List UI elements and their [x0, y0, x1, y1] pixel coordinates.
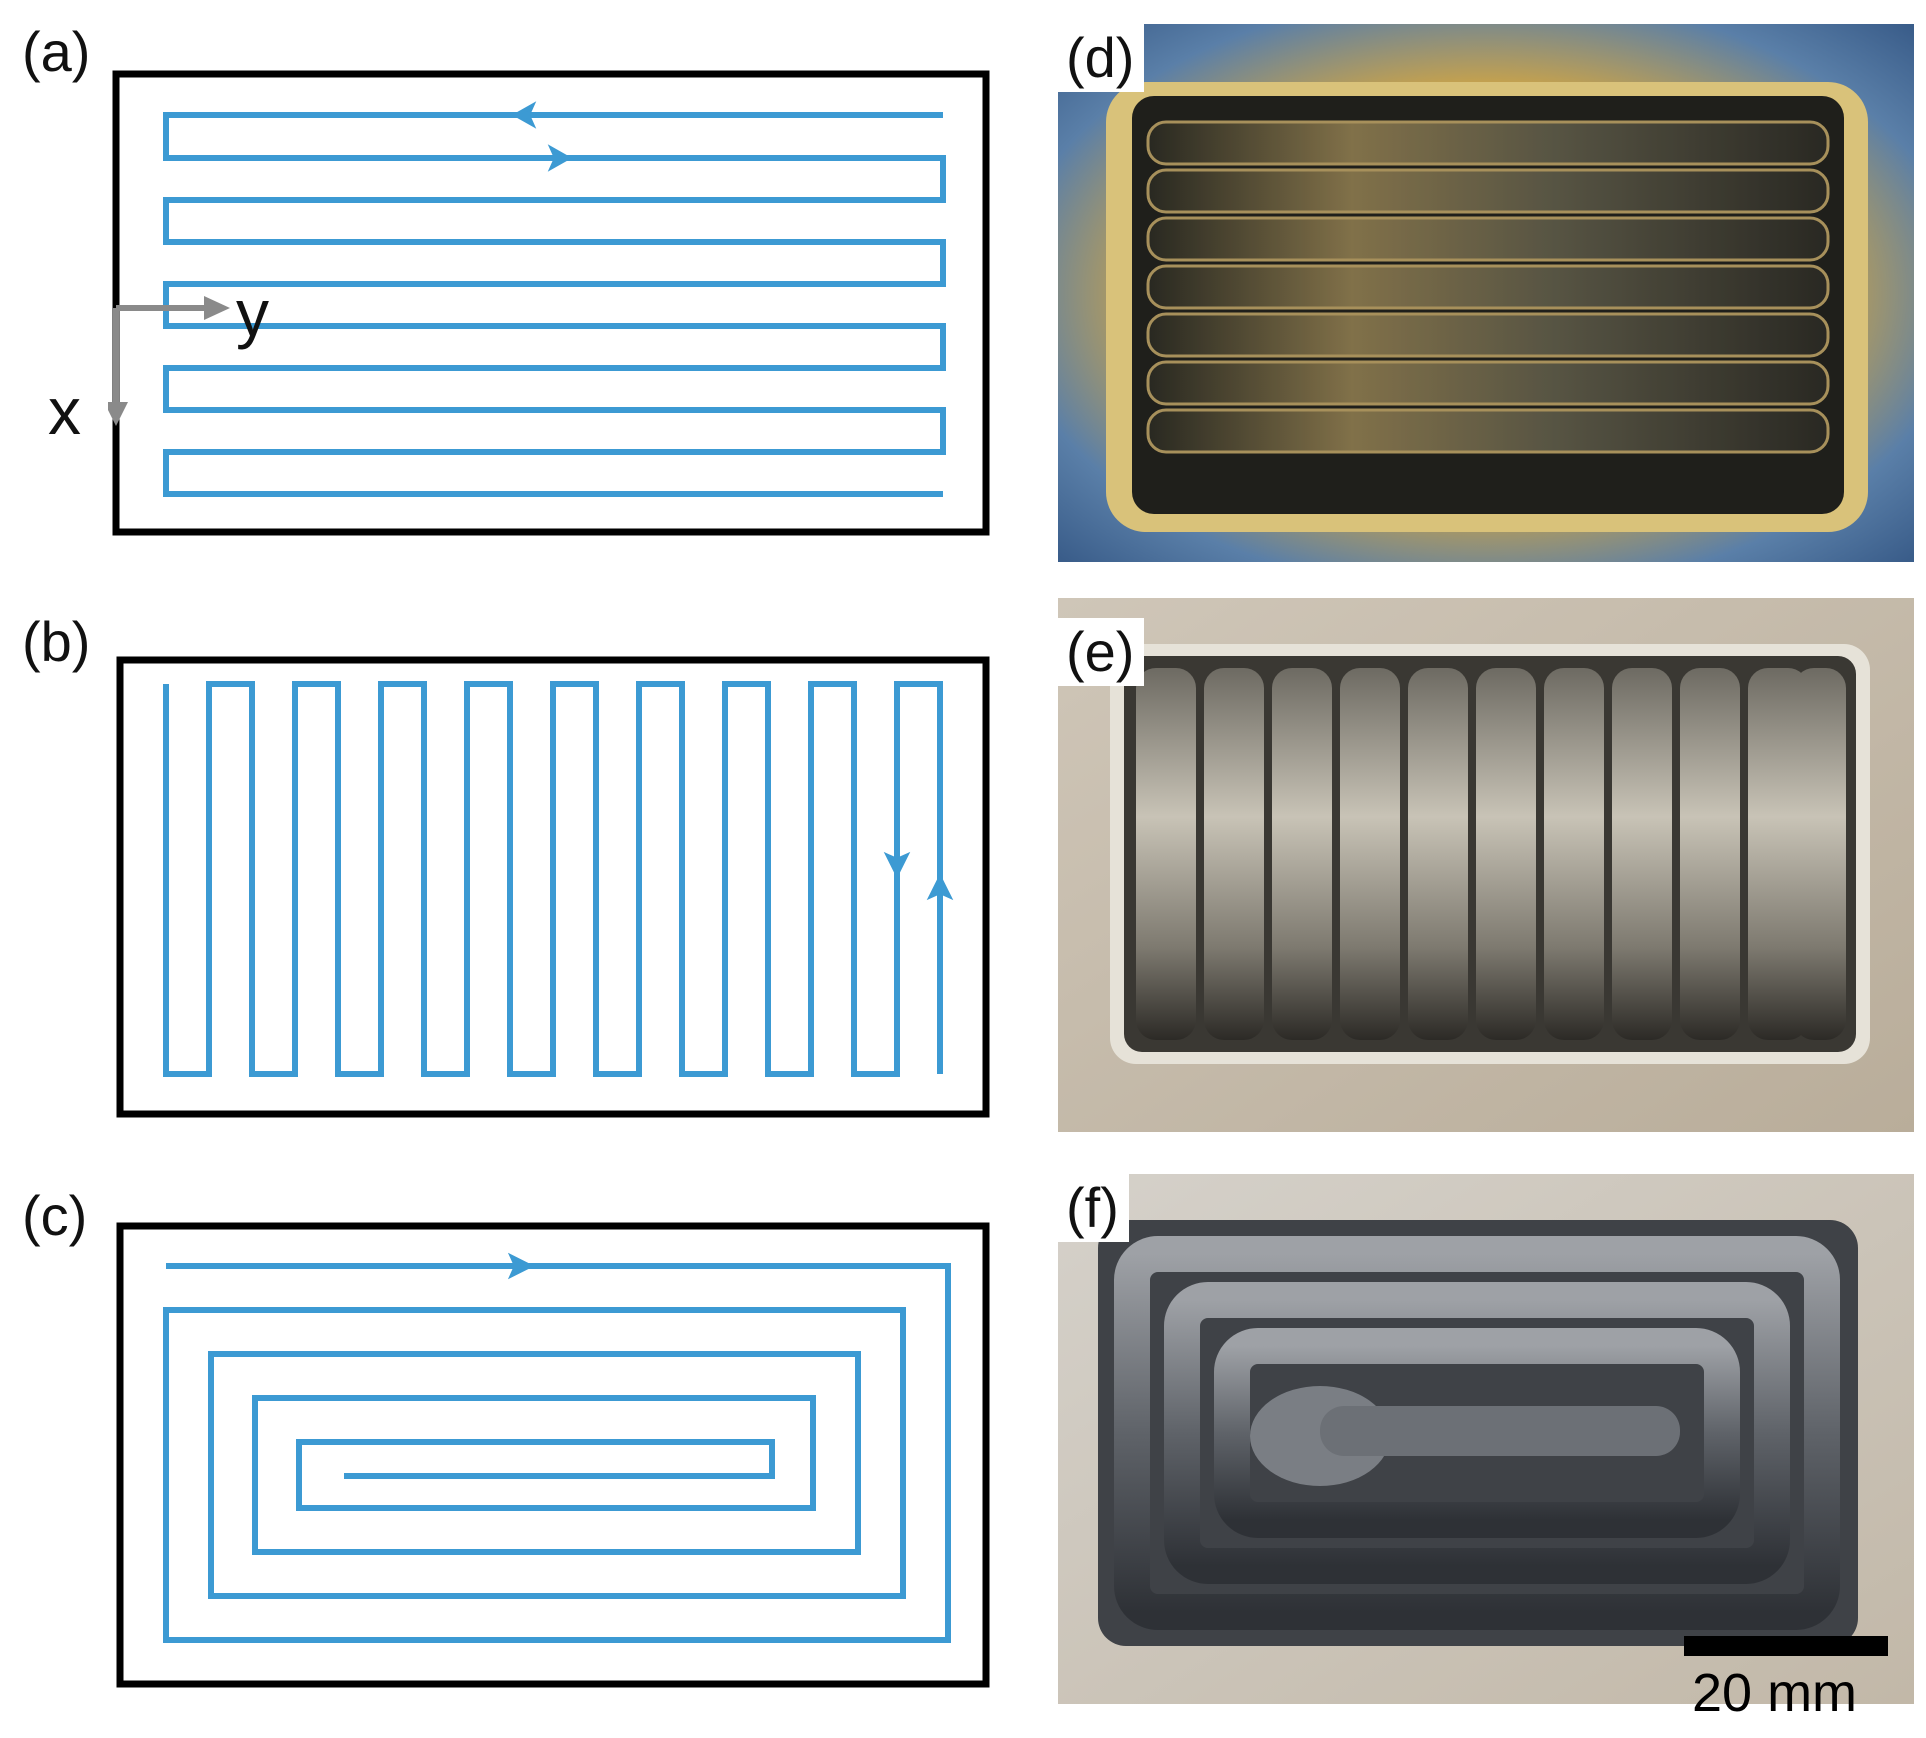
- photo-f-label-box: (f): [1058, 1174, 1178, 1264]
- arrow-left-icon: [511, 101, 537, 129]
- toolpath-a: [163, 112, 946, 497]
- frame-c: [116, 1222, 990, 1688]
- axis-x-arrow-icon: [108, 402, 128, 426]
- photo-d-label-box: (d): [1058, 24, 1178, 114]
- panel-label-d: (d): [1058, 24, 1145, 92]
- panel-label-f: (f): [1058, 1174, 1129, 1242]
- axis-x-label: x: [48, 374, 81, 448]
- photo-f-deposit-spiral: [1058, 1174, 1914, 1704]
- frame-a: [112, 70, 990, 536]
- panel-label-b: (b): [22, 610, 91, 673]
- scale-bar: 20 mm: [1684, 1636, 1904, 1726]
- panel-a-raster-horizontal: [108, 70, 990, 536]
- photo-e-label-box: (e): [1058, 618, 1178, 708]
- scale-bar-label: 20 mm: [1692, 1663, 1858, 1723]
- axis-y-arrow-icon: [204, 296, 230, 320]
- panel-label-c: (c): [22, 1184, 88, 1247]
- panel-label-e: (e): [1058, 618, 1145, 686]
- panel-b-raster-vertical: [116, 656, 990, 1118]
- axis-y-label: y: [236, 276, 269, 350]
- scale-bar-line: [1684, 1636, 1888, 1656]
- panel-label-a: (a): [22, 20, 91, 83]
- arrow-right-icon: [547, 144, 573, 172]
- photo-d-deposit-horizontal: [1058, 24, 1914, 562]
- toolpath-c: [163, 1263, 951, 1643]
- toolpath-b: [163, 681, 943, 1077]
- arrow-up-icon: [926, 873, 954, 901]
- arrow-right-icon: [507, 1252, 535, 1280]
- photo-e-deposit-vertical: [1058, 598, 1914, 1132]
- panel-c-spiral: [116, 1222, 990, 1688]
- frame-b: [116, 656, 990, 1118]
- arrow-down-icon: [883, 851, 911, 879]
